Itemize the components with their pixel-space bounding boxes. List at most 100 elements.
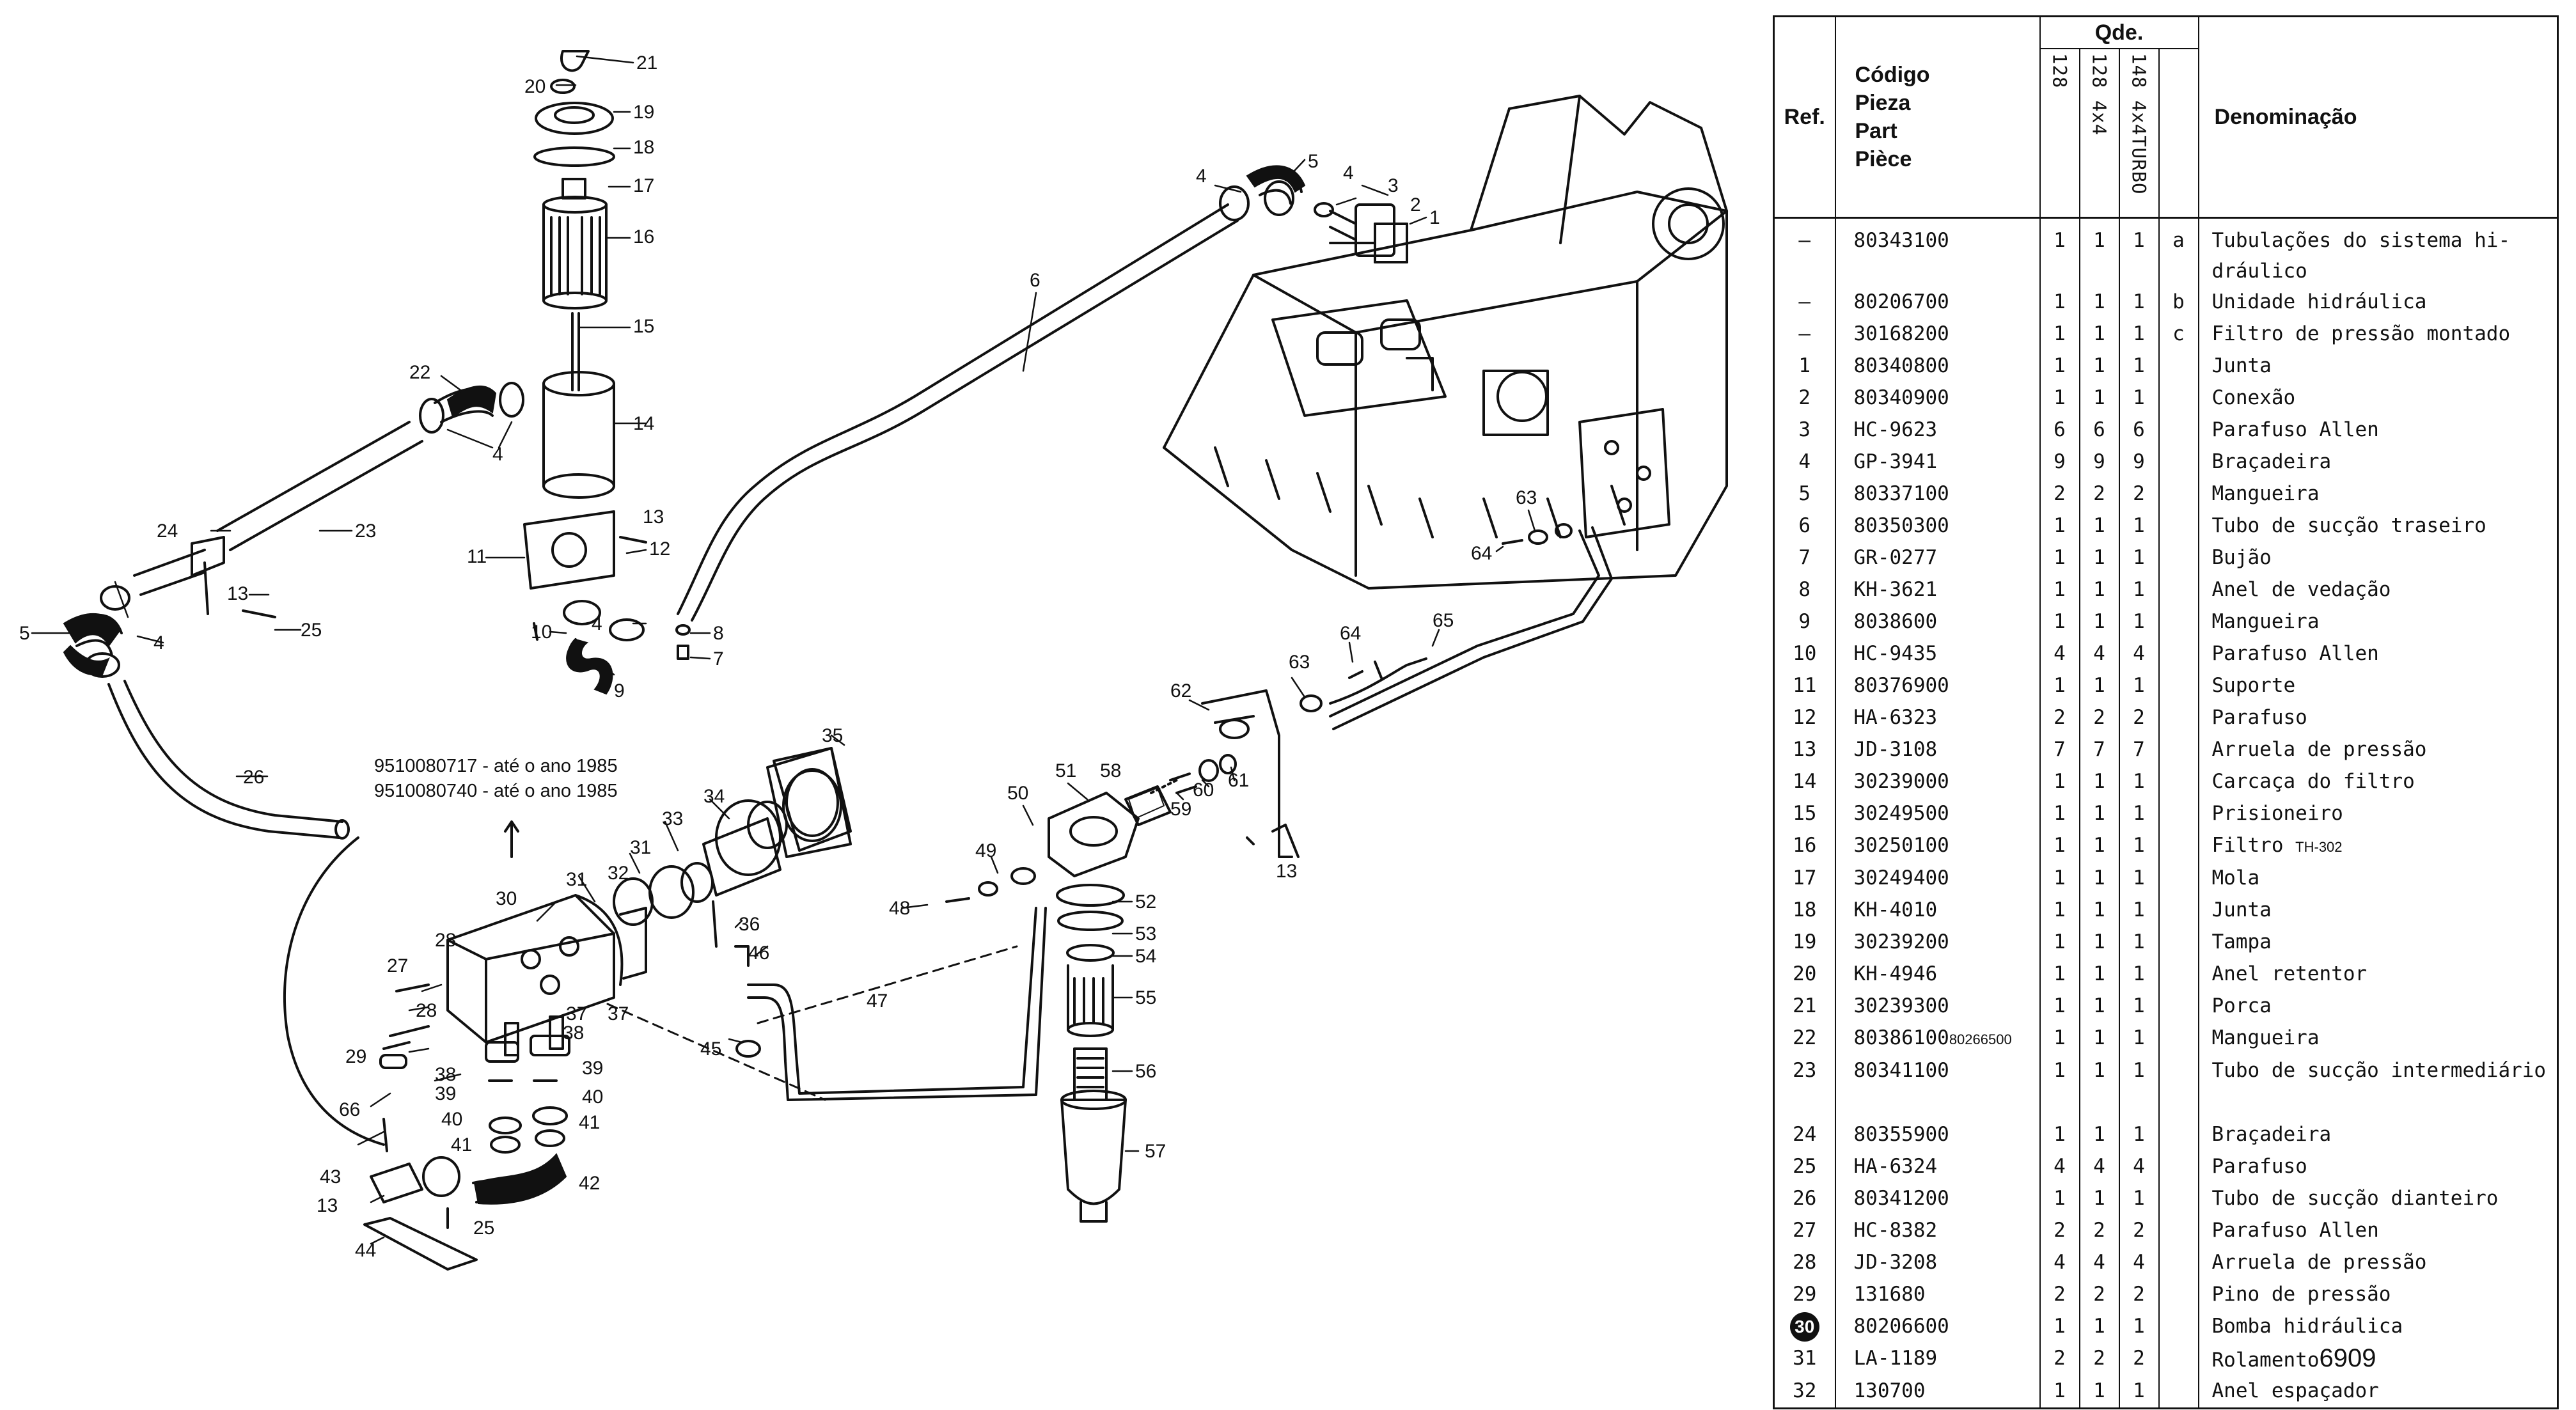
callout-59: 59 — [1170, 799, 1191, 820]
callout-46: 46 — [748, 943, 769, 964]
callout-54: 54 — [1135, 946, 1156, 967]
code-cell: 80376900 — [1834, 670, 2041, 702]
qty-cell: 1 — [2118, 863, 2160, 895]
denomination-cell: Bomba hidráulica — [2197, 1311, 2559, 1343]
suction-filter-assembly — [133, 50, 647, 689]
code-cell: HC-8382 — [1834, 1215, 2041, 1247]
code-value: 80341100 — [1853, 1059, 1949, 1082]
hydraulic-pump-assembly — [363, 747, 1047, 1271]
code-cell: 30249500 — [1834, 798, 2041, 830]
ref-cell: 25 — [1773, 1151, 1836, 1183]
code-value: HC-9435 — [1853, 642, 1938, 665]
denomination-cell: Parafuso Allen — [2197, 414, 2559, 446]
letter-cell — [2158, 606, 2199, 638]
qty-cell: 1 — [2118, 1055, 2160, 1087]
qty-cell: 1 — [2118, 1022, 2160, 1055]
denomination-text: Prisioneiro — [2211, 802, 2343, 825]
table-spacer — [1773, 1087, 2559, 1119]
callout-60: 60 — [1193, 779, 1214, 801]
denomination-cell: Carcaça do filtro — [2197, 766, 2559, 798]
callout-24: 24 — [157, 521, 178, 542]
letter-cell — [2158, 991, 2199, 1022]
qty-cell: 1 — [2039, 510, 2080, 542]
callout-22: 22 — [409, 362, 430, 383]
qty-cell: 9 — [2078, 446, 2120, 478]
qty-cell: 6 — [2039, 414, 2080, 446]
denomination-cell: Anel de vedação — [2197, 574, 2559, 606]
header-model-128-4x4: 128 4x4 — [2078, 49, 2120, 219]
callout-38: 38 — [563, 1022, 584, 1044]
qty-cell: 1 — [2039, 766, 2080, 798]
code-value: 131680 — [1853, 1283, 1926, 1306]
code-cell: 80341200 — [1834, 1183, 2041, 1215]
callout-20: 20 — [524, 76, 546, 97]
pressure-line-group — [1201, 523, 1613, 858]
qty-cell: 1 — [2118, 1119, 2160, 1151]
denomination-text: Junta — [2211, 354, 2272, 377]
ref-cell: – — [1773, 217, 1836, 286]
callout-34: 34 — [703, 786, 725, 807]
denomination-text: Arruela de pressão — [2211, 738, 2427, 761]
callout-2: 2 — [1410, 194, 1421, 215]
qty-cell: 1 — [2039, 542, 2080, 574]
denomination-cell: Filtro TH-302 — [2197, 830, 2559, 863]
letter-cell — [2158, 1151, 2199, 1183]
qty-cell: 1 — [2078, 217, 2120, 286]
denomination-text: Braçadeira — [2211, 1123, 2332, 1146]
code-cell: 80340800 — [1834, 350, 2041, 382]
qty-cell: 1 — [2118, 510, 2160, 542]
qty-cell: 1 — [2118, 895, 2160, 927]
qty-cell: 2 — [2039, 478, 2080, 510]
denomination-cell: Mangueira — [2197, 478, 2559, 510]
denomination-cell: Mola — [2197, 863, 2559, 895]
callout-17: 17 — [633, 175, 654, 196]
denomination-text: Mangueira — [2211, 610, 2320, 633]
denomination-cell: Parafuso Allen — [2197, 638, 2559, 670]
callout-23: 23 — [355, 521, 376, 542]
code-value: 80340800 — [1853, 354, 1949, 377]
code-value: 130700 — [1853, 1379, 1926, 1402]
code-cell: 80340900 — [1834, 382, 2041, 414]
ref-cell: 11 — [1773, 670, 1836, 702]
callout-51: 51 — [1055, 760, 1076, 781]
callout-37: 37 — [608, 1003, 629, 1024]
code-cell: HA-6324 — [1834, 1151, 2041, 1183]
qty-cell: 9 — [2118, 446, 2160, 478]
code-value: HA-6323 — [1853, 706, 1938, 729]
pressure-filter-assembly — [945, 754, 1237, 1223]
code-value: 30250100 — [1853, 834, 1949, 857]
callout-38: 38 — [435, 1064, 456, 1085]
qty-cell: 1 — [2118, 217, 2160, 286]
denomination-text: Parafuso Allen — [2211, 418, 2379, 441]
code-cell: 8038600 — [1834, 606, 2041, 638]
qty-cell: 4 — [2118, 1151, 2160, 1183]
callout-52: 52 — [1135, 891, 1156, 913]
ref-cell: 32 — [1773, 1375, 1836, 1409]
qty-cell: 2 — [2039, 1343, 2080, 1375]
qty-cell: 2 — [2078, 702, 2120, 734]
qty-cell: 2 — [2118, 1279, 2160, 1311]
spacer-cell — [2039, 1087, 2080, 1119]
qty-cell: 1 — [2039, 830, 2080, 863]
ref-cell: 6 — [1773, 510, 1836, 542]
qty-cell: 6 — [2078, 414, 2120, 446]
denomination-text: Tampa — [2211, 930, 2272, 953]
qty-cell: 4 — [2039, 1247, 2080, 1279]
callout-14: 14 — [633, 413, 654, 434]
callout-31: 31 — [630, 837, 651, 858]
callout-63: 63 — [1516, 487, 1537, 508]
callout-39: 39 — [435, 1083, 456, 1104]
letter-cell — [2158, 702, 2199, 734]
code-cell: 80350300 — [1834, 510, 2041, 542]
qty-cell: 1 — [2118, 927, 2160, 959]
